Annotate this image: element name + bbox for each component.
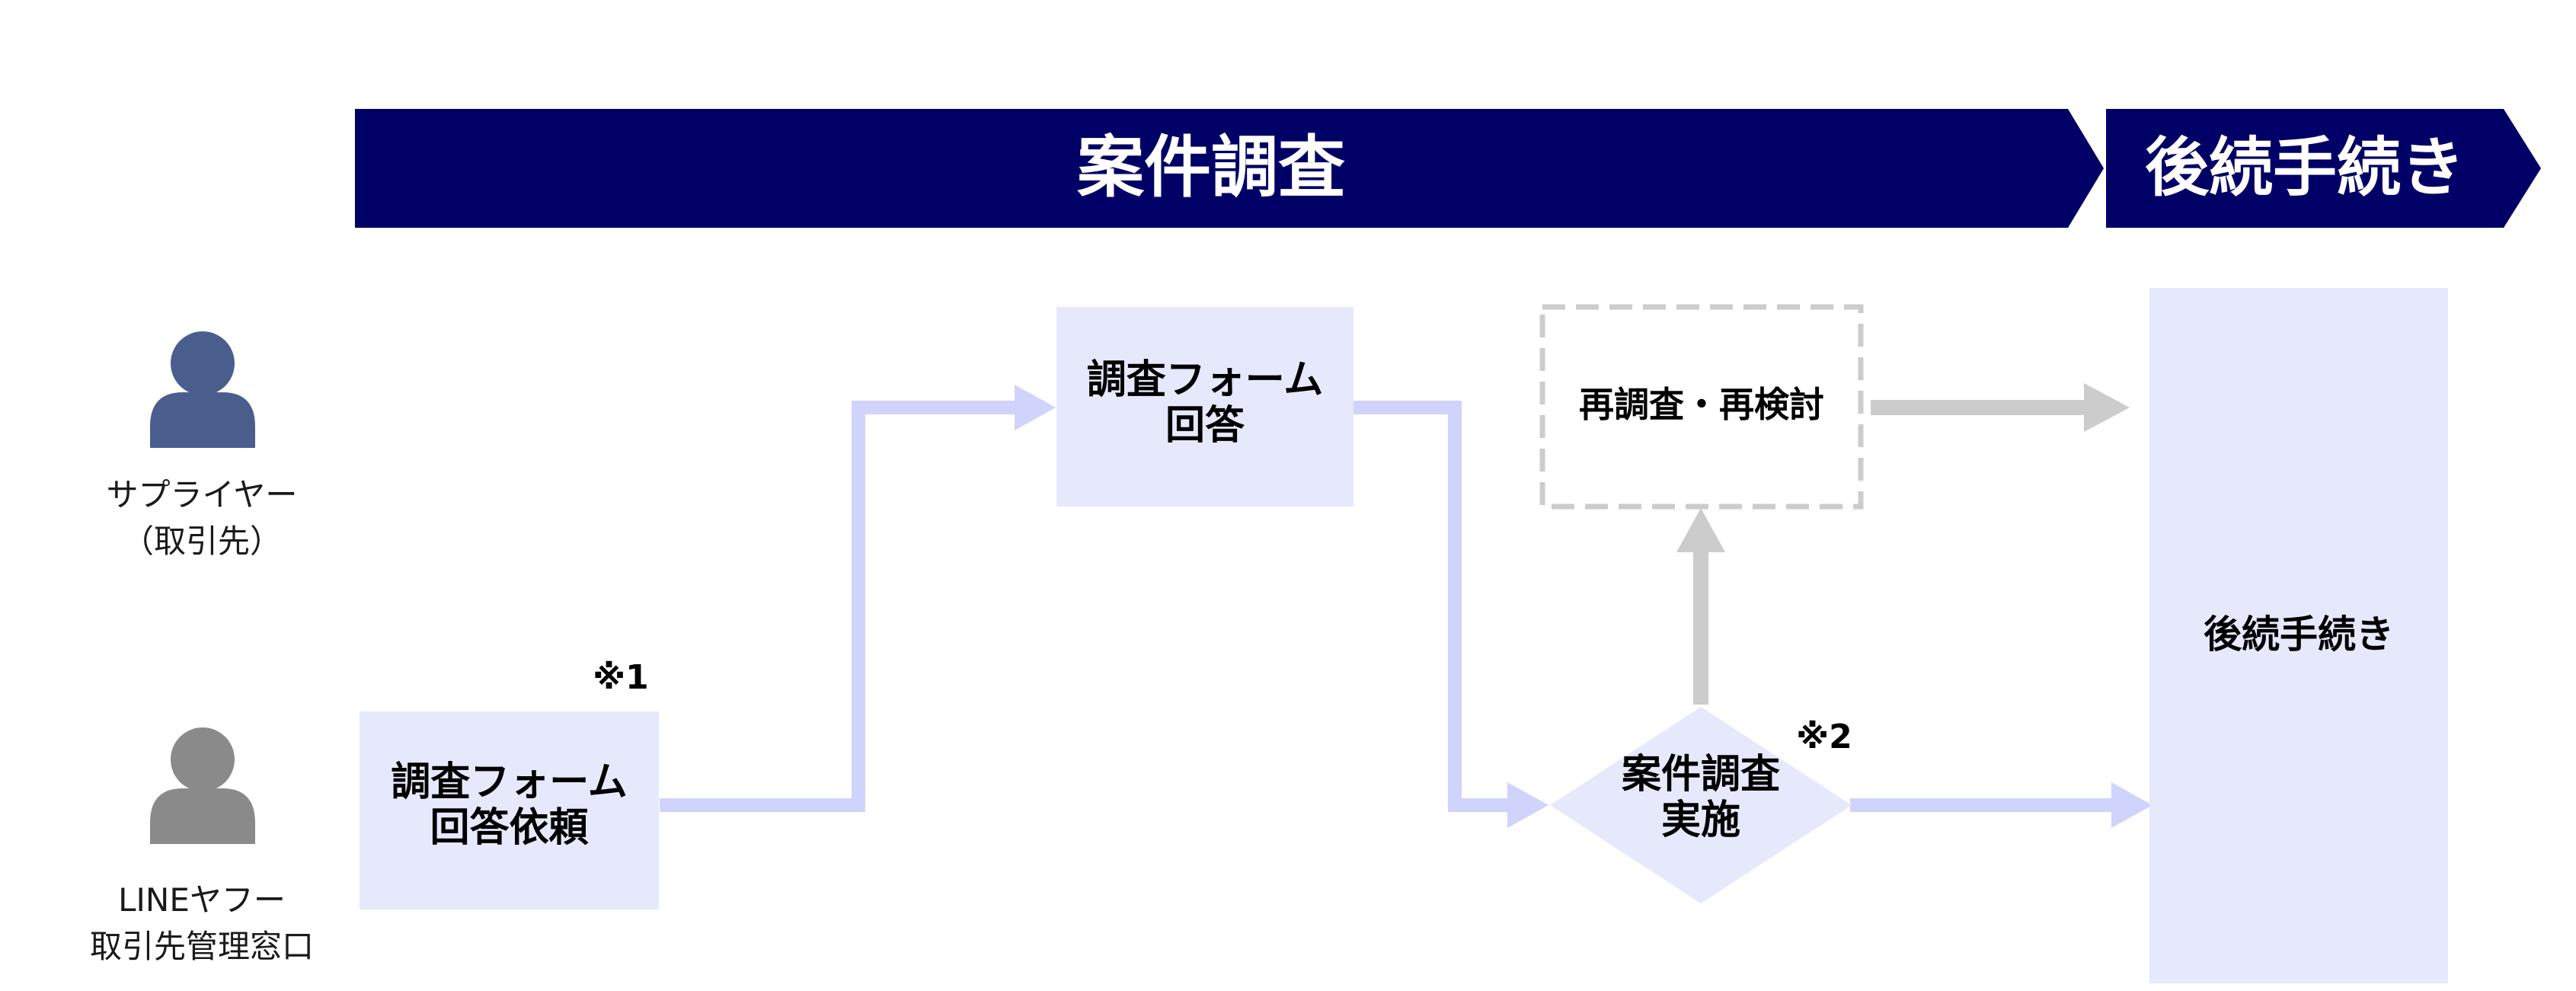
gray-arrow-reexamine-to-followup	[1871, 383, 2130, 432]
phase-label-survey: 案件調査	[1076, 128, 1345, 206]
line-yahoo-person-icon	[150, 727, 255, 844]
actor-supplier-line2: （取引先）	[121, 522, 282, 560]
step-label-answer: 調査フォーム 回答	[1056, 357, 1354, 449]
step-box-request	[360, 711, 659, 909]
actor-line-yahoo-line2: 取引先管理窓口	[89, 927, 314, 965]
decision-diamond-execute	[1550, 707, 1852, 903]
step-label-request: 調査フォーム 回答依頼	[360, 759, 659, 852]
actor-label-supplier: サプライヤー （取引先）	[76, 472, 328, 565]
step-execute-line1: 案件調査	[1621, 752, 1780, 798]
note-marker-2: ※2	[1796, 718, 1852, 756]
step-execute-line2: 実施	[1660, 797, 1740, 843]
supplier-person-icon	[150, 331, 255, 448]
step-box-followup	[2149, 288, 2448, 983]
actor-supplier-line1: サプライヤー	[106, 476, 298, 513]
step-label-execute: 案件調査 実施	[1550, 752, 1852, 844]
note-marker-1: ※1	[593, 658, 649, 697]
step-request-line2: 回答依頼	[430, 804, 589, 851]
gray-arrow-execute-to-reexamine	[1676, 508, 1725, 705]
phase-label-followup: 後続手続き	[2144, 130, 2465, 205]
phase-bar-survey	[355, 109, 2104, 228]
step-answer-line1: 調査フォーム	[1086, 357, 1324, 403]
step-label-followup: 後続手続き	[2204, 612, 2394, 657]
flow-arrow-request-to-answer	[660, 385, 1056, 812]
flow-arrow-execute-to-followup	[1850, 782, 2153, 828]
actor-label-line-yahoo: LINEヤフー 取引先管理窓口	[53, 878, 350, 970]
step-label-reexamine: 再調査・再検討	[1579, 384, 1824, 425]
flow-arrow-answer-to-execute	[1353, 401, 1548, 828]
phase-bar-followup	[2106, 109, 2541, 228]
actor-line-yahoo-line1: LINEヤフー	[118, 881, 286, 919]
step-box-reexamine	[1539, 304, 1864, 510]
step-answer-line2: 回答	[1165, 402, 1245, 449]
step-request-line1: 調査フォーム	[391, 759, 628, 805]
step-box-answer	[1056, 307, 1354, 507]
